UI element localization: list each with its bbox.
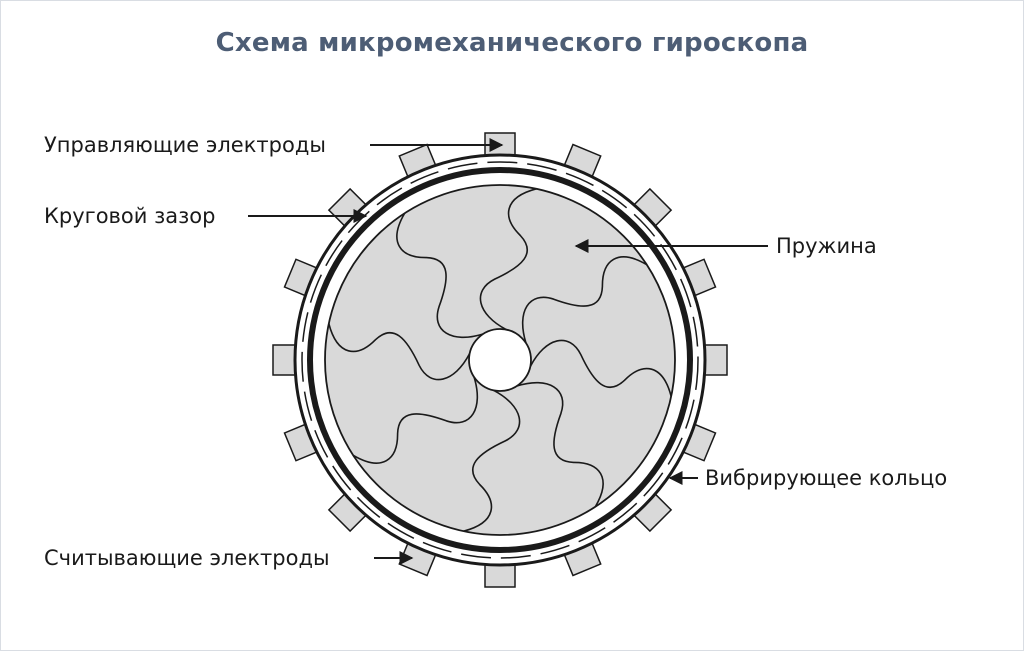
spring-group bbox=[328, 188, 672, 532]
diagram-title: Схема микромеханического гироскопа bbox=[215, 28, 809, 58]
spring-disc bbox=[324, 184, 676, 536]
spring-arm bbox=[516, 381, 604, 508]
spring-arm bbox=[479, 188, 537, 331]
label-vibrating-ring: Вибрирующее кольцо bbox=[705, 466, 947, 490]
label-sense-electrodes: Считывающие электроды bbox=[44, 546, 330, 570]
label-circular-gap: Круговой зазор bbox=[44, 204, 215, 228]
label-drive-electrodes: Управляющие электроды bbox=[44, 133, 326, 157]
spring-arm bbox=[463, 389, 521, 532]
spring-arm bbox=[529, 339, 672, 397]
spring-arm bbox=[521, 256, 648, 344]
circular-gap-ring bbox=[301, 161, 699, 559]
center-hub bbox=[468, 328, 532, 392]
spring-arm bbox=[328, 323, 471, 381]
label-spring: Пружина bbox=[776, 234, 877, 258]
spring-arm bbox=[396, 212, 484, 339]
spring-arm bbox=[352, 376, 479, 464]
